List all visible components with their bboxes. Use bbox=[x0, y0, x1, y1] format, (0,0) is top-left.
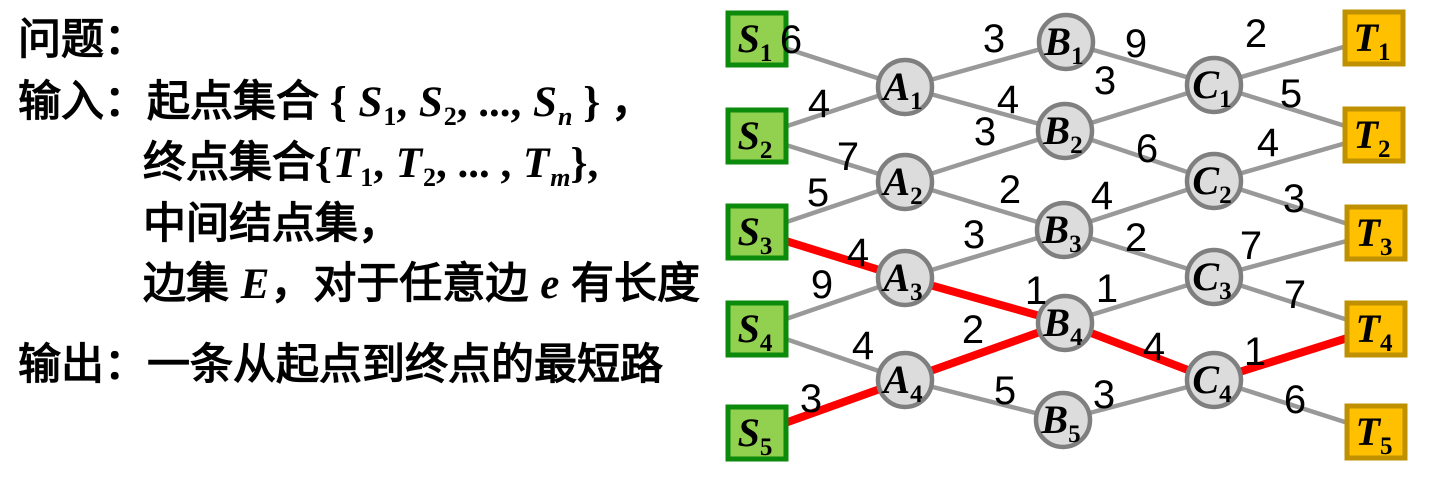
node-label-T5: T5 bbox=[1356, 409, 1393, 460]
node-T5 bbox=[1344, 403, 1408, 461]
node-B2 bbox=[1035, 101, 1095, 161]
node-C4 bbox=[1184, 350, 1244, 410]
edge-weight-C1-T2: 5 bbox=[1280, 72, 1302, 116]
edge-weight-A4-B5: 5 bbox=[994, 369, 1016, 413]
input-line-edge-set: 边集 E，对于任意边 e 有长度 bbox=[143, 261, 701, 308]
node-B3 bbox=[1034, 200, 1094, 260]
edge-weight-B2-C2: 6 bbox=[1136, 127, 1158, 171]
edge-weight-C1-T1: 2 bbox=[1245, 12, 1267, 56]
edge-weight-A1-B1: 3 bbox=[983, 17, 1005, 61]
node-label-C1: C1 bbox=[1192, 62, 1231, 113]
node-label-B3: B3 bbox=[1041, 207, 1081, 258]
node-A2 bbox=[875, 152, 935, 212]
node-label-B2: B2 bbox=[1042, 108, 1082, 159]
node-C2 bbox=[1184, 151, 1244, 211]
edge-weight-A2-B2: 3 bbox=[974, 110, 996, 154]
input-line-mid-nodes: 中间结点集， bbox=[143, 201, 401, 248]
problem-heading: 问题： bbox=[18, 17, 147, 64]
edge-weight-C2-T2: 4 bbox=[1257, 121, 1279, 165]
node-label-S5: S5 bbox=[738, 410, 773, 461]
node-T2 bbox=[1342, 106, 1406, 164]
node-C3 bbox=[1184, 247, 1244, 307]
node-A1 bbox=[875, 57, 935, 117]
edge-weight-S3-A2: 5 bbox=[807, 171, 829, 215]
node-label-C3: C3 bbox=[1192, 254, 1231, 305]
edge-weight-A3-B4: 1 bbox=[1025, 269, 1047, 313]
node-label-B5: B5 bbox=[1040, 397, 1080, 448]
edge-weight-C3-T4: 7 bbox=[1284, 273, 1306, 317]
edge-weight-S5-A4: 3 bbox=[800, 377, 822, 421]
node-S3 bbox=[725, 203, 789, 261]
node-B1 bbox=[1036, 12, 1096, 72]
edge-weight-A4-B4: 2 bbox=[962, 308, 984, 352]
node-S2 bbox=[725, 107, 789, 165]
input-line-start-set: 输入：起点集合 { S1, S2, ..., Sn } ， bbox=[18, 79, 654, 131]
edge-weight-C4-T5: 6 bbox=[1284, 378, 1306, 422]
edge-weight-S3-A3: 4 bbox=[847, 231, 869, 275]
edge-weight-C2-T3: 3 bbox=[1283, 177, 1305, 221]
edge-weight-S2-A1: 4 bbox=[808, 82, 830, 126]
node-S1 bbox=[725, 10, 789, 68]
edge-weight-S4-A3: 9 bbox=[811, 263, 833, 307]
node-label-B4: B4 bbox=[1042, 300, 1083, 351]
node-label-T2: T2 bbox=[1354, 112, 1391, 163]
node-label-T4: T4 bbox=[1356, 306, 1393, 357]
edge-weight-B4-C4: 4 bbox=[1143, 325, 1165, 369]
node-S5 bbox=[725, 404, 789, 462]
edge-weight-B3-C2: 4 bbox=[1091, 174, 1113, 218]
edge-weight-S2-A2: 7 bbox=[837, 135, 859, 179]
node-label-T1: T1 bbox=[1354, 15, 1391, 66]
node-label-S1: S1 bbox=[738, 16, 773, 67]
edge-weight-C4-T4: 1 bbox=[1244, 330, 1266, 374]
edge-weight-S1-A1: 6 bbox=[780, 18, 802, 62]
node-label-A3: A3 bbox=[880, 255, 922, 306]
edge-weight-A3-B3: 3 bbox=[963, 213, 985, 257]
node-label-A1: A1 bbox=[880, 64, 922, 115]
node-B5 bbox=[1033, 390, 1093, 450]
node-label-S4: S4 bbox=[738, 306, 773, 357]
node-label-A4: A4 bbox=[880, 357, 923, 408]
edge-weight-B1-C1: 9 bbox=[1125, 22, 1147, 66]
node-S4 bbox=[725, 300, 789, 358]
edge-weight-B5-C4: 3 bbox=[1093, 373, 1115, 417]
node-A4 bbox=[875, 350, 935, 410]
edge-weight-B3-C3: 2 bbox=[1125, 216, 1147, 260]
input-line-end-set: 终点集合{T1, T2, ... , Tm}, bbox=[143, 140, 599, 192]
edge-weight-A1-B2: 4 bbox=[997, 78, 1019, 122]
node-T3 bbox=[1344, 204, 1408, 262]
node-C1 bbox=[1184, 55, 1244, 115]
node-label-A2: A2 bbox=[880, 159, 922, 210]
node-label-S2: S2 bbox=[738, 113, 773, 164]
problem-text: 问题： 输入：起点集合 { S1, S2, ..., Sn } ， 终点集合{T1,… bbox=[0, 0, 710, 479]
edge-weight-A2-B3: 2 bbox=[999, 168, 1021, 212]
node-label-S3: S3 bbox=[738, 209, 773, 260]
output-line: 输出：一条从起点到终点的最短路 bbox=[18, 342, 663, 389]
node-label-B1: B1 bbox=[1043, 19, 1083, 70]
edge-weight-B4-C3: 1 bbox=[1096, 267, 1118, 311]
node-label-C4: C4 bbox=[1192, 357, 1232, 408]
edge-weight-C3-T3: 7 bbox=[1240, 224, 1262, 268]
node-label-C2: C2 bbox=[1192, 158, 1231, 209]
node-label-T3: T3 bbox=[1356, 210, 1393, 261]
edge-weight-B2-C1: 3 bbox=[1094, 59, 1116, 103]
node-B4 bbox=[1035, 293, 1095, 353]
node-A3 bbox=[875, 248, 935, 308]
node-T4 bbox=[1344, 300, 1408, 358]
edge-weight-S4-A4: 4 bbox=[852, 324, 874, 368]
node-T1 bbox=[1342, 9, 1406, 67]
